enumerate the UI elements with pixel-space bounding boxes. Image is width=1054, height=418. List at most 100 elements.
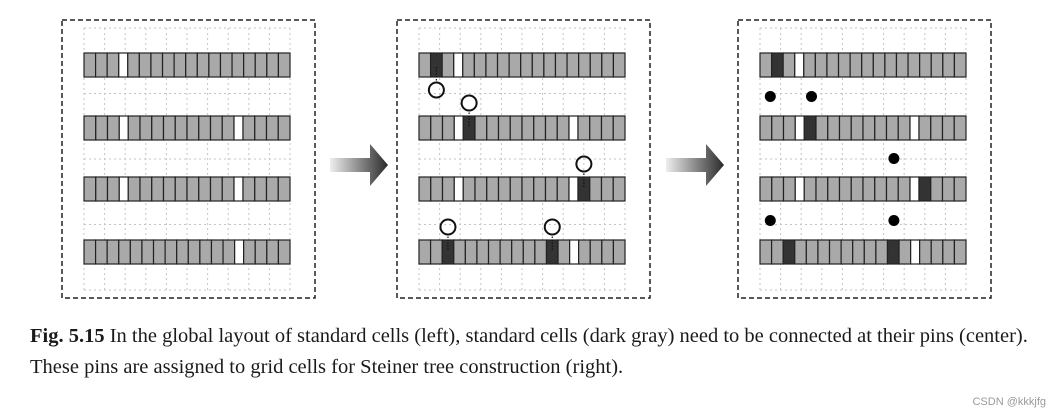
standard-cell: [601, 239, 615, 265]
standard-cell: [208, 52, 222, 78]
pin-circle: [575, 155, 593, 173]
panel-left: [61, 19, 316, 299]
standard-cell: [837, 52, 851, 78]
figure-caption-label: Fig. 5.15: [30, 325, 105, 347]
cell-row: [83, 239, 291, 265]
standard-cell: [254, 115, 268, 141]
standard-cell: [578, 52, 591, 78]
standard-cell: [118, 239, 131, 265]
standard-cell: [782, 115, 796, 141]
standard-cell: [151, 115, 165, 141]
standard-cell: [127, 176, 141, 202]
standard-cell: [127, 115, 141, 141]
panel-center: [396, 19, 651, 299]
standard-cell: [243, 239, 256, 265]
standard-cell: [94, 52, 108, 78]
grid-cell-pin-dot: [764, 91, 776, 102]
standard-cell: [141, 239, 155, 265]
standard-cell: [152, 239, 166, 265]
standard-cell: [578, 239, 591, 265]
standard-cell: [497, 115, 511, 141]
standard-cell: [612, 239, 626, 265]
standard-cell: [534, 239, 548, 265]
standard-cell: [850, 115, 864, 141]
standard-cell: [464, 239, 478, 265]
standard-cell: [265, 176, 279, 202]
cell-row: [418, 52, 626, 78]
standard-cell: [499, 239, 513, 265]
standard-cell: [612, 115, 626, 141]
standard-cell: [198, 115, 212, 141]
standard-cell-white: [118, 115, 129, 141]
standard-cell: [533, 115, 547, 141]
standard-cell: [895, 52, 909, 78]
standard-cell-white: [794, 52, 805, 78]
standard-cell: [254, 176, 268, 202]
standard-cell: [486, 176, 500, 202]
standard-cell: [222, 239, 236, 265]
standard-cell: [827, 176, 841, 202]
standard-cell: [474, 115, 488, 141]
standard-cell: [254, 239, 268, 265]
standard-cell: [209, 115, 223, 141]
standard-cell: [430, 115, 444, 141]
standard-cell: [612, 52, 626, 78]
figure-caption-text: In the global layout of standard cells (…: [30, 325, 1028, 378]
standard-cell: [199, 239, 213, 265]
standard-cell: [487, 239, 501, 265]
standard-cell: [840, 239, 854, 265]
standard-cell: [277, 115, 291, 141]
standard-cell: [173, 52, 187, 78]
standard-cell: [849, 52, 863, 78]
standard-cell: [418, 115, 432, 141]
standard-cell: [198, 176, 212, 202]
standard-cell: [554, 52, 568, 78]
standard-cell: [544, 176, 558, 202]
cell-row: [418, 115, 626, 141]
standard-cell: [838, 115, 852, 141]
standard-cell-white: [909, 176, 920, 202]
standard-cell: [589, 52, 603, 78]
standard-cell: [185, 52, 198, 78]
standard-cell-white: [568, 115, 579, 141]
standard-cell: [815, 176, 829, 202]
standard-cell: [139, 115, 153, 141]
standard-cell: [897, 115, 911, 141]
standard-cell: [486, 115, 500, 141]
standard-cell: [759, 115, 773, 141]
standard-cell: [161, 52, 175, 78]
standard-cell: [429, 239, 443, 265]
watermark: CSDN @kkkjfg: [972, 396, 1046, 408]
standard-cell: [827, 115, 841, 141]
standard-cell: [186, 115, 200, 141]
standard-cell: [521, 115, 535, 141]
pin-circle: [543, 218, 561, 236]
grid-cell-pin-dot: [888, 153, 900, 164]
standard-cell-white: [118, 176, 129, 202]
standard-cell: [138, 52, 152, 78]
standard-cell: [83, 115, 97, 141]
standard-cell: [266, 239, 280, 265]
standard-cell: [874, 115, 888, 141]
standard-cell: [511, 239, 524, 265]
standard-cell: [209, 176, 223, 202]
standard-cell: [210, 239, 224, 265]
standard-cell: [474, 176, 488, 202]
standard-cell: [127, 52, 140, 78]
standard-cell: [94, 239, 108, 265]
cell-row: [83, 115, 291, 141]
standard-cell: [556, 176, 570, 202]
standard-cell: [941, 176, 955, 202]
standard-cell: [453, 239, 466, 265]
standard-cell: [533, 176, 547, 202]
standard-cell: [863, 239, 877, 265]
standard-cell-white: [234, 239, 245, 265]
cell-row: [418, 239, 626, 265]
standard-cell: [418, 239, 432, 265]
standard-cell: [826, 52, 840, 78]
standard-cell: [242, 115, 256, 141]
standard-cell: [231, 52, 245, 78]
standard-cell: [803, 52, 816, 78]
standard-cell: [885, 176, 899, 202]
right-arrow-icon: [666, 144, 724, 186]
